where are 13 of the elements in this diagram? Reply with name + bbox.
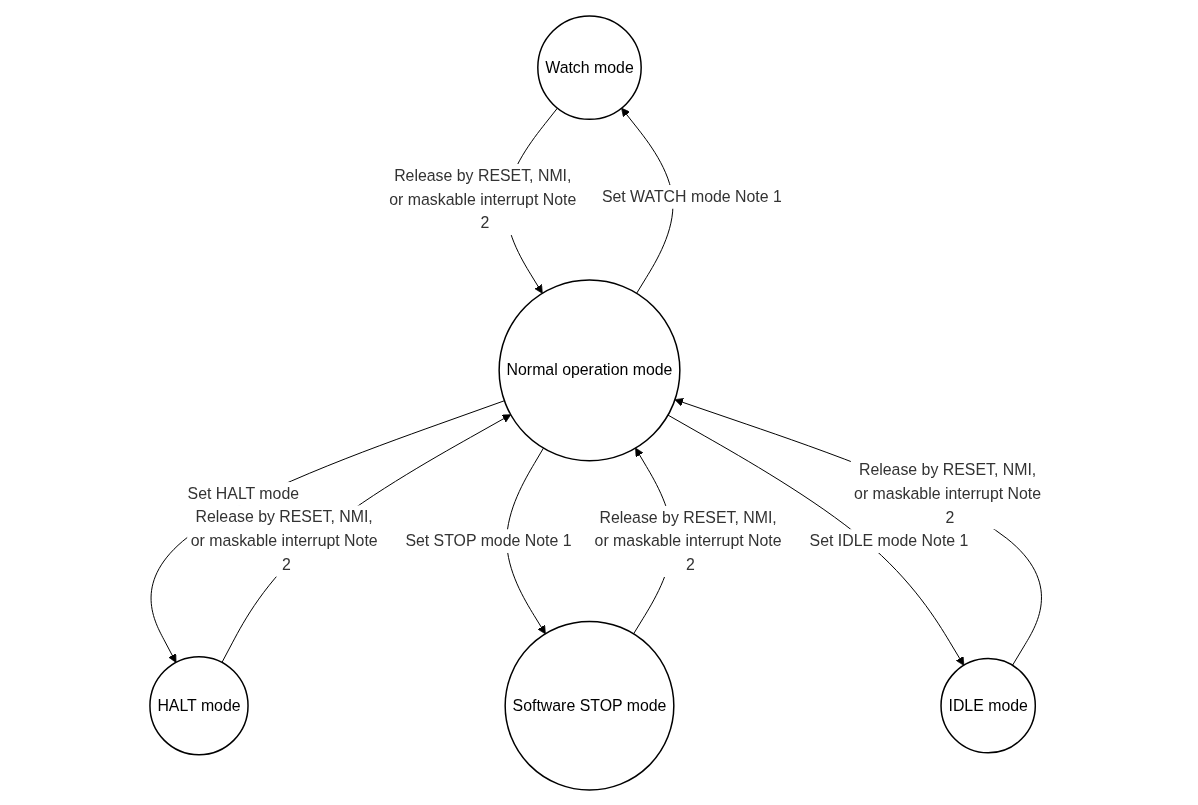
node-circle: HALT mode bbox=[148, 655, 249, 755]
edge-label: Release by RESET, NMI, or maskable interrupt Note 2 bbox=[853, 460, 1041, 526]
edge-label: Release by RESET, NMI, or maskable interrupt Note 2 bbox=[594, 508, 782, 573]
edge-label: Set STOP mode Note 1 bbox=[404, 531, 572, 549]
node-circle: IDLE mode bbox=[939, 657, 1036, 754]
node-circle: Software STOP mode bbox=[503, 620, 675, 791]
edge-label: Set IDLE mode Note 1 bbox=[809, 531, 968, 549]
edge-label: Release by RESET, NMI, or maskable interrupt Note 2 bbox=[190, 507, 378, 573]
edge-label: Release by RESET, NMI, or maskable interrupt Note 2 bbox=[388, 166, 576, 231]
edge-label: Set HALT mode bbox=[187, 484, 299, 502]
node-circle: Normal operation mode bbox=[497, 278, 681, 461]
node-circle: Watch mode bbox=[536, 14, 642, 120]
edge-label: Set WATCH mode Note 1 bbox=[601, 187, 782, 205]
